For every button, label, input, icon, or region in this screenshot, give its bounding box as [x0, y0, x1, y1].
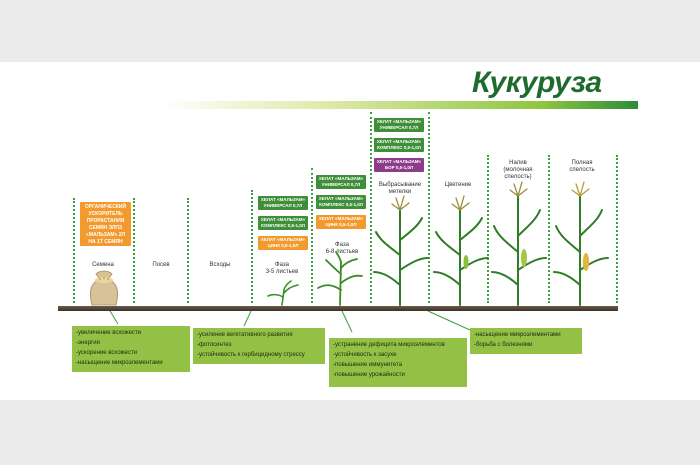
benefit-item: -устойчивость к гербицидному стрессу [197, 352, 305, 358]
stage-label-sowing: Посев [152, 262, 170, 268]
stage-label-full: Полная спелость [569, 160, 595, 173]
young-corn-icon [317, 251, 363, 306]
benefit-item: -повышение урожайности [333, 372, 405, 378]
title-underline [160, 101, 638, 109]
badge-complex: ХЕЛАТ «МАЛЬЗАМ» КОМПЛЕКС 0,5-1,0Л [374, 138, 424, 152]
benefit-box-vegetative: -усиление вегетативного развития -фотоси… [193, 328, 325, 364]
badge-universal: ХЕЛАТ «МАЛЬЗАМ» УНИВЕРСАЛ 0,7Л [374, 118, 424, 132]
stage-divider [428, 112, 430, 303]
corn-plant-icon [373, 195, 429, 306]
stage-label-milk: Налив (молочная спелость) [503, 160, 533, 180]
stage-label-bloom: Цветение [444, 182, 472, 188]
stage-label-seeds: Семена [92, 262, 114, 268]
benefit-box-deficiency: -устранение дефицита микроэлементов -уст… [329, 338, 467, 387]
benefit-item: -повышение иммунитета [333, 362, 403, 368]
stage-label-shoots: Всходы [209, 262, 231, 268]
stage-divider [311, 168, 313, 303]
corn-plant-icon [491, 181, 547, 306]
benefit-box-disease: -насыщение микроэлементами -борьба с бол… [470, 328, 582, 354]
corn-plant-icon [433, 195, 489, 306]
benefit-item: -насыщение микроэлементами [474, 332, 561, 338]
badge-universal: ХЕЛАТ «МАЛЬЗАМ» УНИВЕРСАЛ 0,7Л [316, 175, 366, 189]
badge-complex: ХЕЛАТ «МАЛЬЗАМ» КОМПЛЕКС 0,5-1,0Л [258, 216, 308, 230]
page-title: Кукуруза [472, 66, 602, 99]
benefit-item: -энергия [76, 340, 100, 346]
stage-divider [370, 112, 372, 303]
badge-complex: ХЕЛАТ «МАЛЬЗАМ» КОМПЛЕКС 0,5-1,0Л [316, 195, 366, 209]
stage-divider [487, 155, 489, 303]
corn-plant-icon [553, 181, 609, 306]
seed-bag-icon [90, 270, 118, 306]
stage-divider [251, 190, 253, 303]
badge-seed-accelerator: ОРГАНИЧЕСКИЙ УСКОРИТЕЛЬ ПРОРАСТАНИЯ СЕМЯ… [80, 202, 131, 246]
benefit-item: -устранение дефицита микроэлементов [333, 342, 445, 348]
stage-divider [548, 155, 550, 303]
stage-divider [133, 198, 135, 303]
benefit-item: -насыщение микроэлементами [76, 360, 163, 366]
benefit-box-seeds: -увеличение всхожести -энергия -ускорени… [72, 326, 190, 372]
badge-zinc: ХЕЛАТ «МАЛЬЗАМ» ЦИНК 0,5-1,0Л [316, 215, 366, 229]
ground-strip [58, 306, 618, 311]
benefit-item: -усиление вегетативного развития [197, 332, 293, 338]
badge-zinc: ХЕЛАТ «МАЛЬЗАМ» ЦИНК 0,5-1,0Л [258, 236, 308, 250]
stage-label-tassel: Выбрасывание метелки [378, 182, 422, 195]
stage-divider [616, 155, 618, 303]
connector-lines [109, 310, 471, 333]
benefit-item: -увеличение всхожести [76, 330, 142, 336]
benefit-item: -устойчивость к засухе [333, 352, 397, 358]
stage-label-phase68: Фаза 6-8 листьев [325, 242, 359, 255]
benefit-item: -борьба с болезнями [474, 342, 533, 348]
stage-divider [187, 198, 189, 303]
badge-universal: ХЕЛАТ «МАЛЬЗАМ» УНИВЕРСАЛ 0,7Л [258, 196, 308, 210]
benefit-item: -ускорение всхожести [76, 350, 138, 356]
badge-boron: ХЕЛАТ «МАЛЬЗАМ» БОР 0,5-1,0Л [374, 158, 424, 172]
benefit-item: -фотосинтез [197, 342, 232, 348]
stage-divider [73, 198, 75, 303]
stage-label-phase35: Фаза 3-5 листьев [265, 262, 299, 275]
sprout-icon [267, 280, 299, 306]
